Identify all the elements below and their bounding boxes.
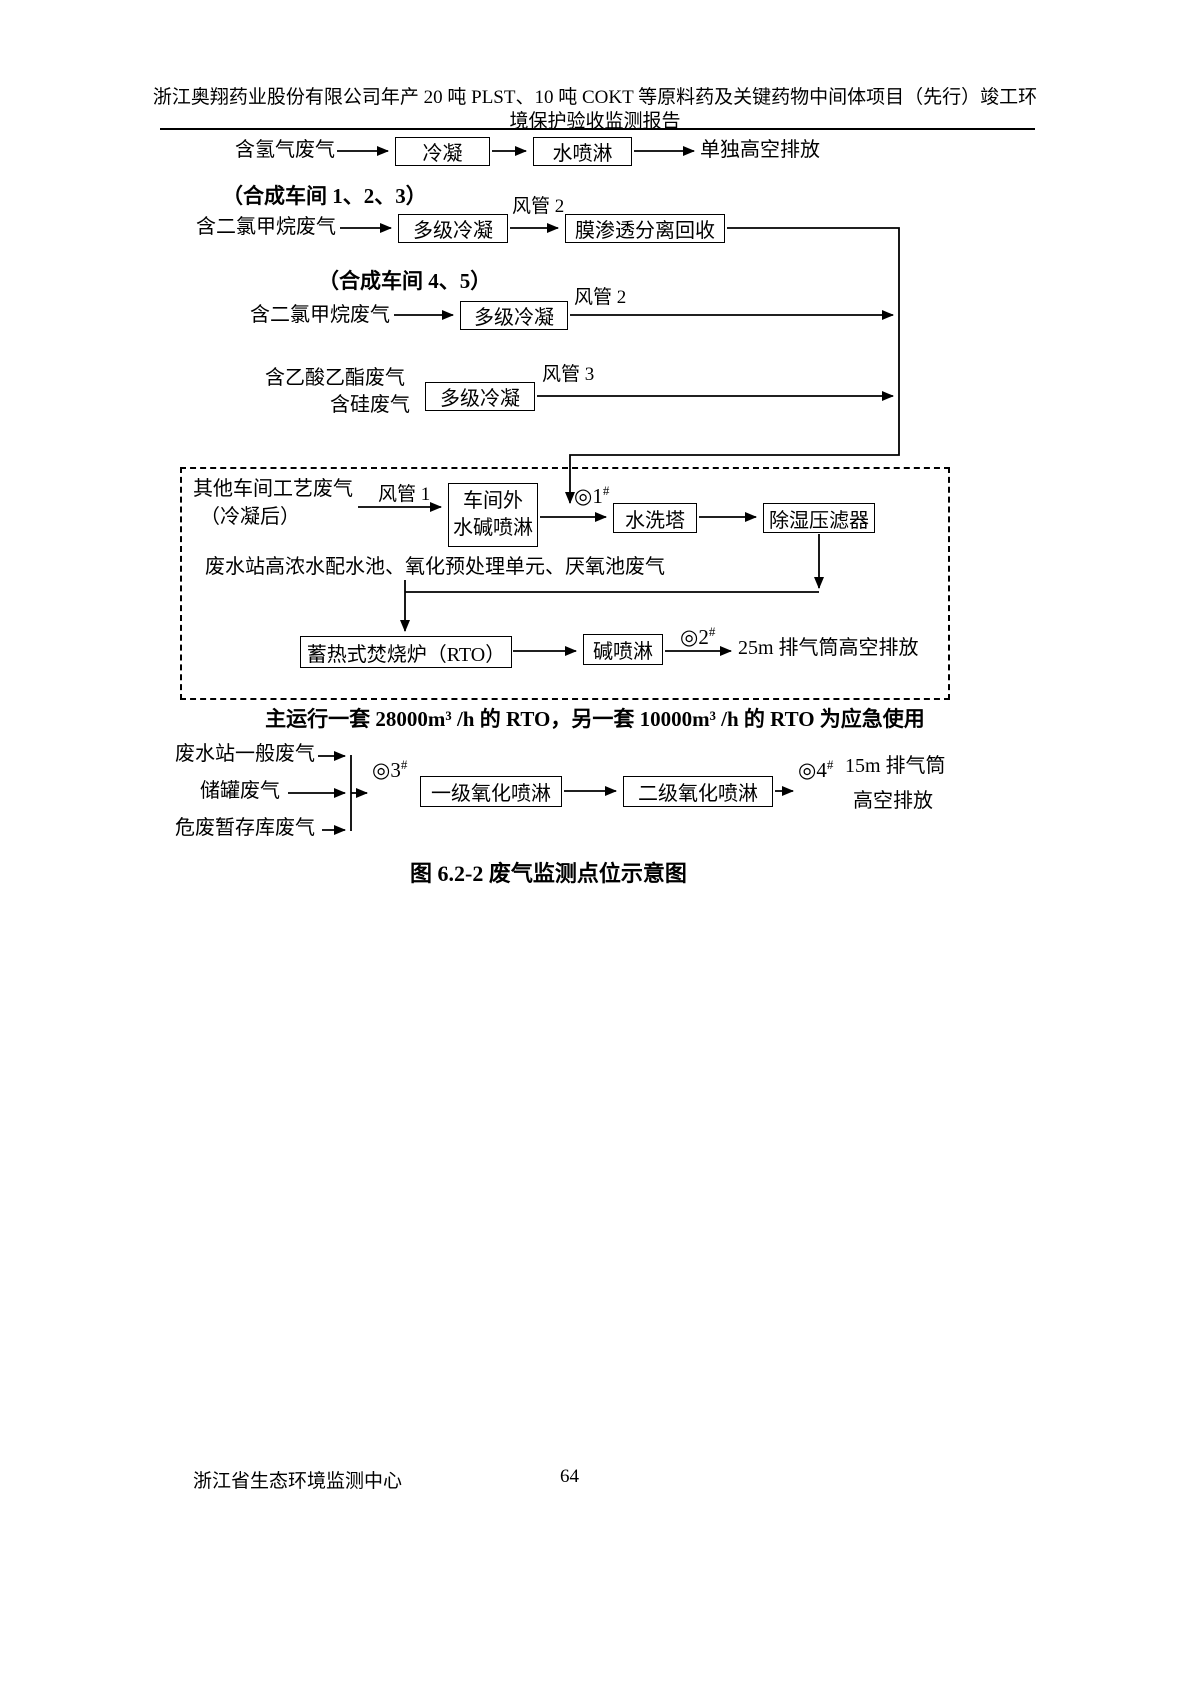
box-secondary-oxidation-spray: 二级氧化喷淋: [623, 776, 773, 807]
figure-caption: 图 6.2-2 废气监测点位示意图: [410, 861, 687, 886]
box-dehumid-filter: 除湿压滤器: [763, 503, 875, 533]
source-ethyl-acetate: 含乙酸乙酯废气: [265, 367, 405, 389]
monitor-point-3: ◎3#: [372, 757, 408, 782]
source-hazardous-waste-storage: 危废暂存库废气: [175, 817, 315, 839]
source-other-workshop-note: （冷凝后）: [200, 506, 300, 528]
box-multistage-condense-2: 多级冷凝: [460, 301, 568, 330]
label-duct-2b: 风管 2: [574, 287, 627, 308]
box-multistage-condense-3: 多级冷凝: [425, 382, 535, 411]
label-duct-3: 风管 3: [542, 364, 595, 385]
monitor-point-1-sup: #: [602, 483, 610, 498]
outlet-separate-high-altitude: 单独高空排放: [700, 139, 820, 161]
header-title-line1: 浙江奥翔药业股份有限公司年产 20 吨 PLST、10 吨 COKT 等原料药及…: [152, 87, 1038, 108]
box-membrane-recovery: 膜渗透分离回收: [565, 214, 725, 243]
outlet-stack-15m-line1: 15m 排气筒: [845, 755, 946, 777]
box-alkali-spray: 碱喷淋: [583, 634, 663, 665]
box-alkali-water-spray: 车间外 水碱喷淋: [448, 483, 538, 547]
header-title-line2: 境保护验收监测报告: [509, 111, 681, 132]
box-multistage-condense-1: 多级冷凝: [398, 214, 508, 243]
monitor-point-1: ◎1#: [574, 483, 610, 508]
label-workshop-45: （合成车间 4、5）: [318, 269, 492, 293]
monitor-point-3-label: ◎3: [372, 758, 401, 782]
monitor-point-2: ◎2#: [680, 624, 716, 649]
monitor-point-4: ◎4#: [798, 757, 834, 782]
label-workshop-123: （合成车间 1、2、3）: [222, 184, 427, 208]
source-dichloromethane-1: 含二氯甲烷废气: [196, 216, 336, 238]
connector-main-collector: [565, 227, 900, 504]
monitor-point-2-label: ◎2: [680, 625, 709, 649]
source-silicon-gas: 含硅废气: [330, 394, 410, 416]
label-duct-2a: 风管 2: [512, 196, 565, 217]
source-hydrogen-gas: 含氢气废气: [235, 139, 335, 161]
outlet-stack-15m-line2: 高空排放: [853, 790, 933, 812]
monitor-point-2-sup: #: [708, 624, 716, 639]
box-primary-oxidation-spray: 一级氧化喷淋: [420, 776, 562, 807]
box-alkali-water-spray-line1: 车间外: [463, 490, 523, 512]
outlet-stack-25m: 25m 排气筒高空排放: [738, 637, 919, 659]
monitor-point-4-label: ◎4: [798, 758, 827, 782]
source-wastewater-general: 废水站一般废气: [175, 743, 315, 765]
label-duct-1: 风管 1: [378, 484, 431, 505]
header-rule: [160, 128, 1035, 130]
rto-operation-note: 主运行一套 28000m³ /h 的 RTO，另一套 10000m³ /h 的 …: [265, 707, 925, 731]
box-rto-incinerator: 蓄热式焚烧炉（RTO）: [300, 636, 512, 668]
page-number: 64: [560, 1466, 579, 1487]
source-storage-tank: 储罐废气: [200, 780, 280, 802]
box-water-spray: 水喷淋: [533, 137, 632, 166]
box-condensation: 冷凝: [395, 137, 490, 166]
source-dichloromethane-2: 含二氯甲烷废气: [250, 304, 390, 326]
rto-dashed-region: [180, 467, 950, 700]
source-other-workshop: 其他车间工艺废气: [193, 478, 353, 500]
box-alkali-water-spray-line2: 水碱喷淋: [453, 517, 533, 539]
monitor-point-1-label: ◎1: [574, 484, 603, 508]
box-wash-tower: 水洗塔: [613, 503, 697, 533]
source-wastewater-station: 废水站高浓水配水池、氧化预处理单元、厌氧池废气: [205, 556, 665, 578]
monitor-point-4-sup: #: [826, 757, 834, 772]
monitor-point-3-sup: #: [400, 757, 408, 772]
footer-organization: 浙江省生态环境监测中心: [193, 1471, 403, 1492]
